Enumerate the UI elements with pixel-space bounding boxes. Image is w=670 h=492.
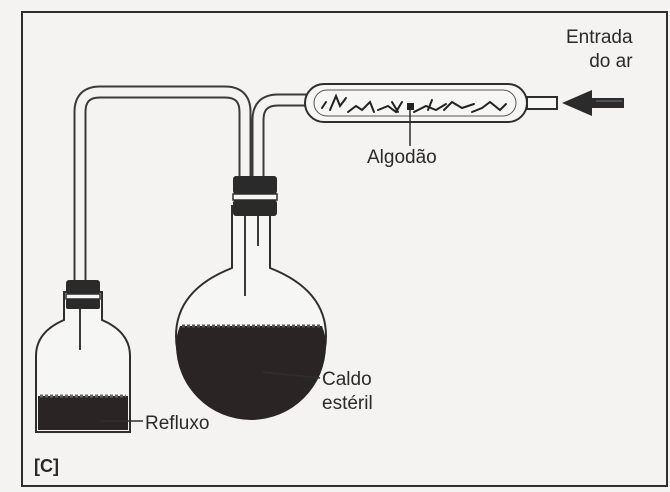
broth-leader (261, 371, 321, 379)
broth-label: Caldo estéril (322, 368, 373, 416)
cotton-fibers (321, 93, 507, 114)
broth-label-line1: Caldo (322, 369, 372, 390)
broth-label-line2: estéril (322, 392, 373, 414)
connecting-tube (73, 85, 252, 282)
reflux-label: Refluxo (145, 413, 210, 434)
figure-frame (21, 11, 668, 487)
panel-label: [C] (34, 456, 59, 476)
air-inlet-label: Entrada do ar (566, 26, 633, 74)
cotton-label: Algodão (367, 147, 437, 168)
cotton-filter-tube (304, 83, 558, 123)
air-inlet-label-line2: do ar (589, 50, 633, 72)
large-stopper (232, 176, 278, 216)
small-stopper (65, 280, 101, 309)
air-inlet-label-line1: Entrada (566, 27, 633, 48)
reflux-bottle (35, 291, 131, 433)
air-inlet-arrow (562, 90, 624, 116)
sterile-broth-flask (174, 200, 328, 420)
